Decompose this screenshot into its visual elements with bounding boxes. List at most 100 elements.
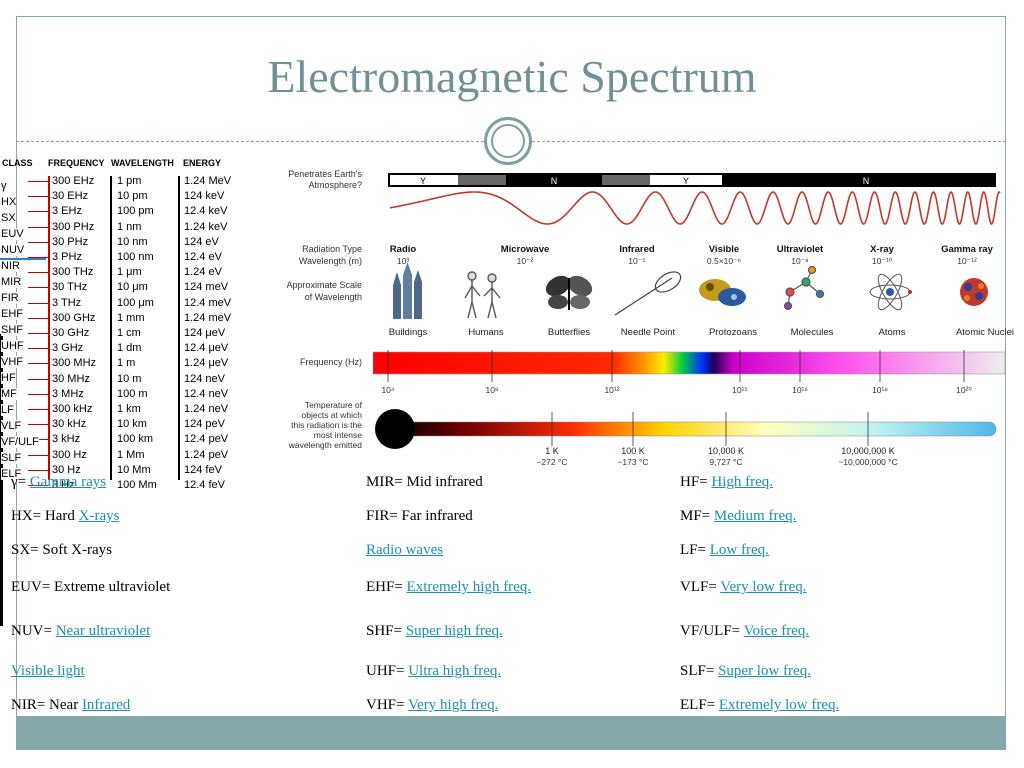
legend-abbreviation: VF/ULF= [680, 623, 744, 639]
atom-icon [869, 273, 912, 311]
legend-entry: LF= Low freq. [680, 542, 769, 559]
table-row-marker [28, 257, 48, 258]
spectrum-table: CLASS FREQUENCY WAVELENGTH ENERGY 300 EH… [0, 156, 250, 626]
scale-object-label: Molecules [791, 327, 834, 338]
legend-link[interactable]: Extremely high freq. [406, 579, 532, 595]
legend-link[interactable]: Infrared [81, 697, 131, 713]
table-class-label: MF [1, 388, 17, 400]
table-cell-frequency: 300 GHz [52, 311, 96, 324]
temperature-label-4: most intense [314, 430, 362, 440]
legend-link[interactable]: Radio waves [366, 542, 444, 558]
table-cell-energy: 124 neV [184, 372, 225, 385]
table-class-label: MIR [1, 276, 22, 288]
table-cell-frequency: 300 MHz [52, 357, 97, 370]
radiation-type-name: Infrared [619, 244, 655, 255]
radiation-type-wavelength: 0.5×10⁻⁶ [707, 256, 741, 266]
legend-abbreviation: VLF= [680, 579, 721, 595]
table-cell-wavelength: 10 m [117, 372, 142, 385]
legend-abbreviation: SHF= [366, 623, 406, 639]
slide-title: Electromagnetic Spectrum [267, 51, 757, 102]
legend-entry: VHF= Very high freq. [366, 697, 498, 714]
legend-link[interactable]: High freq. [711, 474, 774, 490]
table-cell-energy: 12.4 peV [184, 433, 229, 446]
legend-entry: SLF= Super low freq. [680, 663, 811, 680]
table-cell-energy: 12.4 feV [184, 479, 225, 491]
legend-abbreviation: NUV= [11, 623, 56, 639]
table-cell-wavelength: 100 km [117, 433, 154, 446]
table-row-marker [28, 302, 48, 304]
table-left-rule [0, 334, 3, 626]
table-cell-wavelength: 10 pm [117, 190, 148, 203]
legend-abbreviation: MIR= Mid infrared [366, 474, 483, 490]
legend-link[interactable]: Extremely low freq. [718, 697, 840, 713]
table-cell-wavelength: 100 Mm [117, 479, 157, 491]
legend-link[interactable]: Gamma rays [29, 474, 107, 490]
temperature-kelvin-label: 1 K [545, 446, 559, 456]
legend-entry: VF/ULF= Voice freq. [680, 623, 809, 640]
table-class-label: UHF [1, 340, 24, 352]
table-cell-energy: 1.24 meV [184, 311, 232, 324]
table-cell-wavelength: 1 dm [117, 342, 142, 355]
protozoan-icon [699, 279, 746, 306]
legend-entry: MF= Medium freq. [680, 508, 796, 525]
legend-abbreviation: SLF= [680, 663, 719, 679]
radiation-type-wavelength: 10⁻² [517, 256, 534, 266]
legend-link[interactable]: Near ultraviolet [55, 623, 151, 639]
wavelength-label: Wavelength (m) [299, 256, 362, 266]
table-row-marker [28, 317, 48, 319]
header-energy: ENERGY [183, 158, 222, 168]
atmosphere-segment-n1 [506, 175, 602, 185]
table-cell-frequency: 30 THz [52, 281, 88, 294]
table-row-marker [28, 424, 48, 426]
table-row-marker [28, 226, 48, 228]
needle-icon [614, 271, 682, 316]
table-class-label: SX [1, 212, 16, 224]
temperature-label-5: wavelength emitted [288, 440, 363, 450]
butterfly-icon [545, 275, 593, 310]
legend-link[interactable]: Medium freq. [713, 508, 797, 524]
radiation-type-wavelength: 10³ [397, 256, 409, 266]
divider-ring-ornament [484, 117, 532, 165]
table-column-rule [178, 176, 180, 480]
scale-object-label: Atoms [879, 327, 906, 338]
legend-link[interactable]: Very high freq. [407, 697, 499, 713]
table-class-label: EHF [1, 308, 23, 320]
table-cell-frequency: 30 PHz [52, 235, 89, 248]
legend-link[interactable]: Low freq. [709, 542, 769, 558]
legend-link[interactable]: Ultra high freq. [408, 663, 502, 679]
legend-abbreviation: MF= [680, 508, 714, 524]
frequency-spectrum-bar [372, 351, 1006, 375]
radiation-type-name: Gamma ray [941, 244, 993, 255]
table-cell-wavelength: 1 m [117, 357, 136, 370]
table-row-marker [28, 211, 48, 213]
table-row-marker [28, 409, 48, 410]
legend-link[interactable]: Very low freq. [720, 579, 807, 595]
molecule-icon [783, 265, 825, 311]
table-cell-wavelength: 1 km [117, 403, 141, 415]
table-column-rule [48, 176, 50, 480]
table-cell-energy: 1.24 peV [184, 448, 229, 461]
legend-link[interactable]: Voice freq. [743, 623, 810, 639]
header-class: CLASS [2, 158, 33, 168]
table-row-marker [28, 454, 48, 456]
table-cell-frequency: 300 PHz [52, 220, 95, 233]
scale-object-label: Humans [468, 327, 504, 338]
table-cell-frequency: 30 MHz [52, 372, 90, 385]
atmosphere-label-n1: N [551, 176, 558, 186]
temperature-celsius-label: 9,727 °C [709, 457, 742, 467]
table-cell-energy: 124 meV [184, 281, 229, 294]
table-cell-frequency: 30 Hz [52, 463, 81, 476]
legend-link[interactable]: Super low freq. [718, 663, 811, 679]
legend-link[interactable]: Super high freq. [405, 623, 503, 639]
table-class-label: FIR [1, 292, 19, 304]
table-row-marker [28, 393, 48, 395]
buildings-icon [393, 262, 422, 319]
table-class-label: VLF [1, 420, 22, 432]
legend-link[interactable]: X-rays [78, 508, 120, 524]
table-cell-wavelength: 1 Mm [117, 448, 145, 461]
table-class-label: VHF [1, 356, 23, 368]
legend-link[interactable]: Visible light [11, 663, 85, 679]
radiation-type-name: Radio [390, 244, 417, 255]
radiation-type-wavelength: 10⁻⁸ [791, 256, 809, 266]
